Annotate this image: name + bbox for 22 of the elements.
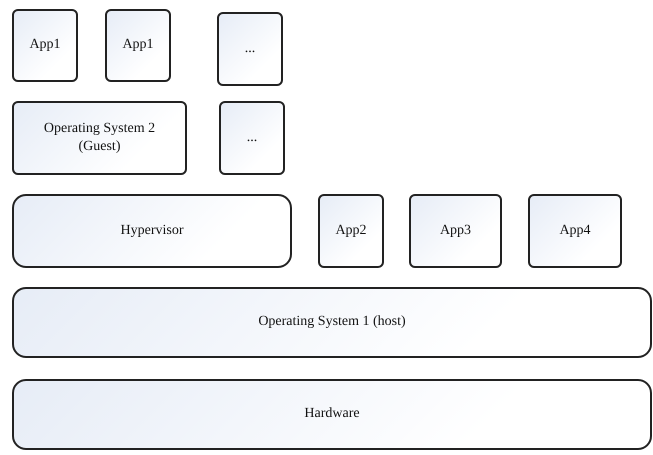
component-box — [318, 194, 384, 268]
layer-box — [12, 194, 292, 268]
layer-label: Operating System 1 (host) — [258, 313, 406, 332]
layer-label: App1 — [29, 36, 61, 54]
layer-label: Operating System 2 (Guest) — [42, 120, 156, 156]
component-box — [105, 9, 171, 82]
layer-label: ... — [244, 40, 256, 58]
component-box — [12, 9, 78, 82]
component-box — [219, 101, 285, 175]
layer-label: App1 — [122, 36, 154, 54]
layer-label: ... — [246, 128, 258, 147]
component-box — [528, 194, 622, 268]
layer-label: Hypervisor — [120, 222, 184, 240]
layer-label: App3 — [440, 222, 472, 240]
layer-box — [12, 379, 652, 450]
layer-box — [12, 287, 652, 358]
component-box — [12, 101, 187, 175]
component-box — [409, 194, 502, 268]
layer-label: Hardware — [304, 405, 360, 424]
component-box — [217, 12, 283, 86]
layer-label: App4 — [559, 222, 591, 240]
layer-label: App2 — [335, 222, 367, 240]
